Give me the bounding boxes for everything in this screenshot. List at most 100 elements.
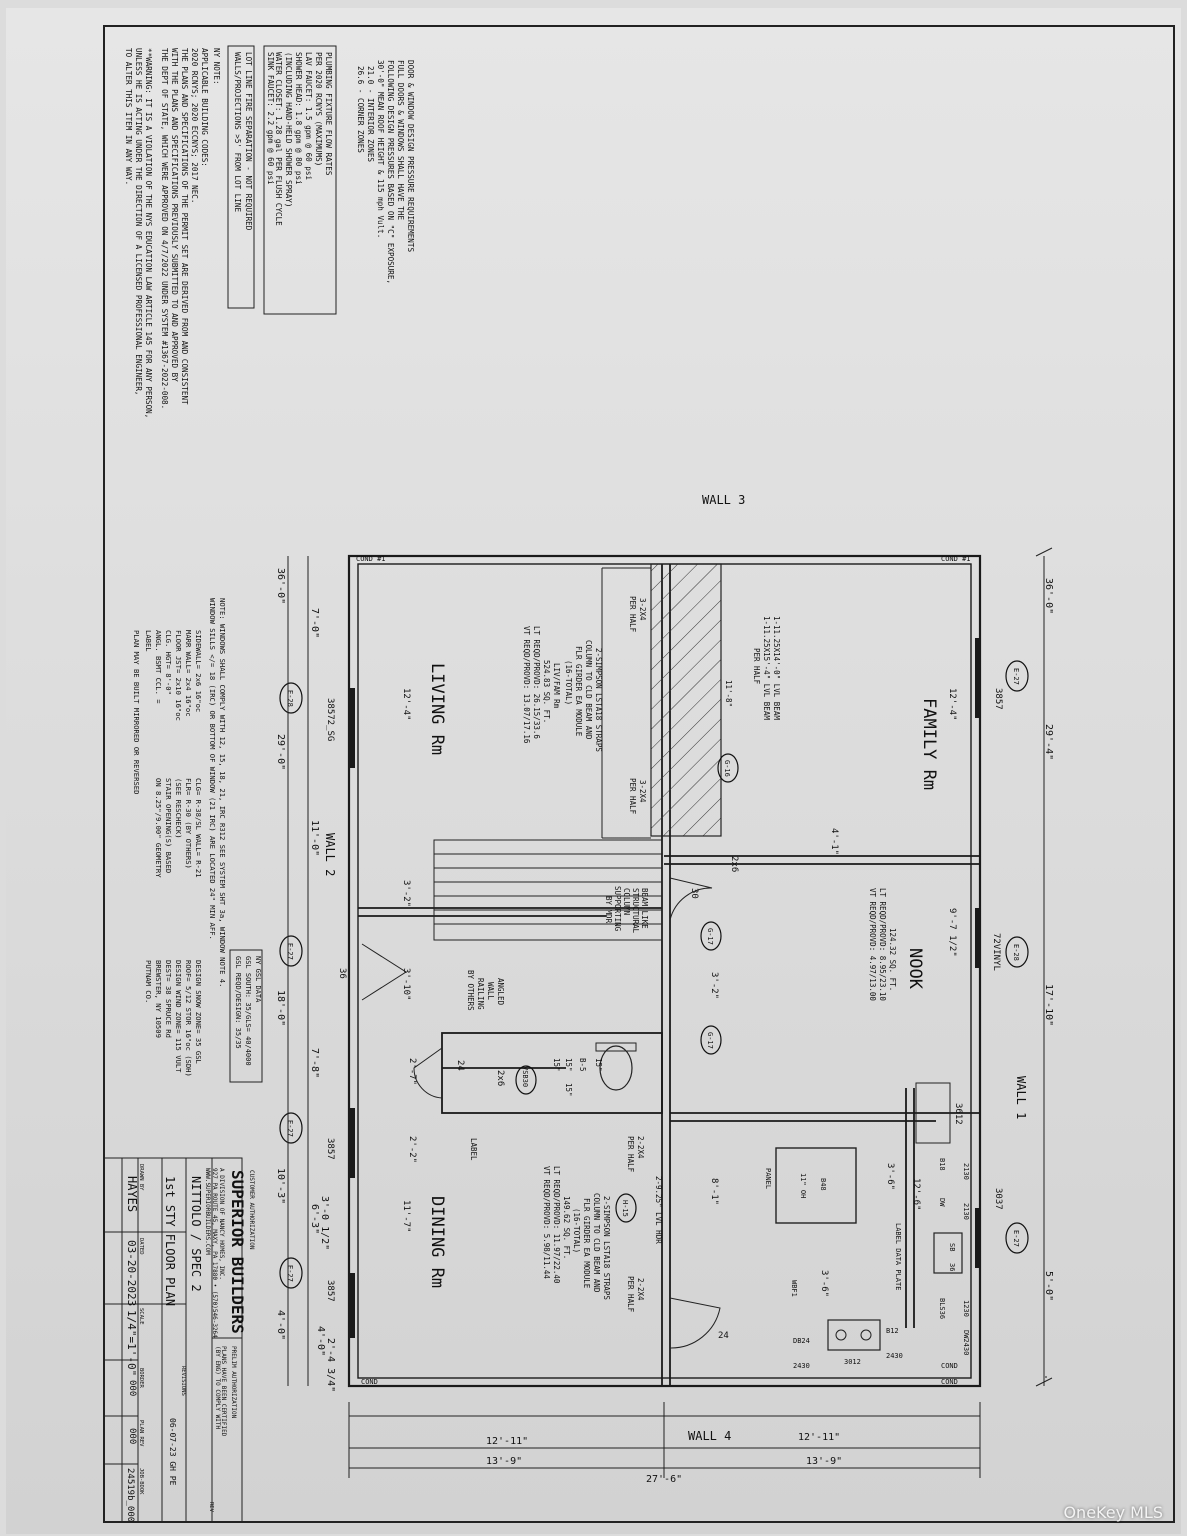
- svg-text:PER HALF: PER HALF: [628, 596, 637, 633]
- svg-text:APPLICABLE BUILDING CODES:: APPLICABLE BUILDING CODES:: [200, 48, 209, 167]
- svg-text:DW: DW: [938, 1198, 946, 1207]
- svg-text:SIDEWALL= 2x6 16"oc: SIDEWALL= 2x6 16"oc: [194, 630, 203, 712]
- svg-text:NY NOTE:: NY NOTE:: [212, 48, 221, 85]
- svg-text:FLR= R-30 (BY OTHERS): FLR= R-30 (BY OTHERS): [184, 778, 193, 869]
- svg-text:A DIVISION OF NANCY HOMES, INC: A DIVISION OF NANCY HOMES, INC.: [218, 1168, 225, 1280]
- svg-text:2'-7": 2'-7": [407, 1058, 417, 1085]
- svg-text:VSB30: VSB30: [521, 1066, 529, 1087]
- svg-text:FLR GIRDER EA MODULE: FLR GIRDER EA MODULE: [582, 1198, 591, 1289]
- svg-text:3-2X4: 3-2X4: [638, 780, 647, 803]
- svg-text:B18: B18: [938, 1158, 946, 1171]
- svg-text:DEST= 38 SPRUCE Rd: DEST= 38 SPRUCE Rd: [164, 960, 173, 1038]
- range-icon: [827, 1319, 881, 1351]
- svg-text:11" OH: 11" OH: [799, 1173, 807, 1198]
- svg-text:NY GSL DATA: NY GSL DATA: [254, 956, 262, 1003]
- window-marks: [349, 638, 981, 1338]
- svg-text:LOT LINE FIRE SEPARATION - NOT: LOT LINE FIRE SEPARATION - NOT REQUIRED: [244, 52, 253, 231]
- svg-text:1-11.25X15'-4" LVL BEAM: 1-11.25X15'-4" LVL BEAM: [762, 616, 771, 720]
- svg-text:LT REQD/PROVD: 8.95/23.10: LT REQD/PROVD: 8.95/23.10: [878, 888, 887, 1001]
- svg-text:WINDOW SILLS </= 18 (IRC) OR B: WINDOW SILLS </= 18 (IRC) OR BOTTOM OF W…: [208, 598, 217, 940]
- window-labels: 3857 38572_SG 3857 3857 3037 72VINYL 361…: [325, 688, 1003, 1302]
- svg-text:G-17: G-17: [706, 928, 714, 945]
- svg-text:2130: 2130: [962, 1163, 970, 1180]
- svg-text:PRELIM AUTHORIZATION: PRELIM AUTHORIZATION: [230, 1346, 237, 1419]
- svg-text:36: 36: [337, 968, 347, 979]
- svg-text:LABEL DATA PLATE: LABEL DATA PLATE: [894, 1223, 902, 1290]
- svg-text:3'-10": 3'-10": [401, 968, 411, 1001]
- svg-text:26.6 - CORNER ZONES: 26.6 - CORNER ZONES: [356, 66, 365, 153]
- svg-text:2430: 2430: [793, 1362, 810, 1370]
- svg-text:(16-TOTAL): (16-TOTAL): [564, 660, 573, 705]
- svg-text:12'-6": 12'-6": [911, 1178, 921, 1211]
- svg-text:24: 24: [455, 1060, 465, 1071]
- svg-text:DESIGN SNOW ZONE= 35 GSL: DESIGN SNOW ZONE= 35 GSL: [194, 960, 203, 1064]
- svg-text:THE DEPT OF STATE, WHICH WERE: THE DEPT OF STATE, WHICH WERE APPROVED O…: [160, 48, 169, 409]
- dimension-lines-bottom: [348, 1402, 981, 1478]
- dimension-lines-right: [1035, 547, 1053, 1387]
- svg-text:3-2X4: 3-2X4: [638, 598, 647, 621]
- svg-text:3037: 3037: [993, 1188, 1003, 1210]
- svg-text:36'-0": 36'-0": [275, 568, 286, 604]
- tag-labels: E-27 E-28 E-28 E-27 E-27 E-27 E-27 G-16 …: [286, 668, 1020, 1282]
- svg-text:000: 000: [127, 1380, 137, 1396]
- svg-text:COLUMN: COLUMN: [622, 888, 631, 915]
- svg-text:524.83 SQ. FT.: 524.83 SQ. FT.: [542, 660, 551, 723]
- stairs: [433, 839, 663, 941]
- svg-text:7'-8": 7'-8": [309, 1048, 320, 1078]
- svg-text:PUTNAM CO.: PUTNAM CO.: [144, 960, 153, 1003]
- toilet-icon: [599, 1045, 633, 1091]
- family-room-label: FAMILY Rm: [919, 698, 939, 790]
- interior-dimensions: 12'-4" 12'-4" 9'-7 1/2" 3'-2" 3'-10" 11'…: [337, 688, 957, 1341]
- svg-text:CLG= R-38/SL WALL= R-21: CLG= R-38/SL WALL= R-21: [194, 778, 203, 878]
- svg-text:9'-7 1/2": 9'-7 1/2": [947, 908, 957, 957]
- svg-text:SCALE: SCALE: [138, 1308, 144, 1325]
- svg-text:3012: 3012: [844, 1358, 861, 1366]
- svg-text:11'-7": 11'-7": [401, 1200, 411, 1233]
- svg-text:BORDER: BORDER: [138, 1368, 144, 1389]
- svg-text:27'-6": 27'-6": [646, 1474, 682, 1485]
- svg-text:NOTE: WINDOWS SHALL COMPLY WIT: NOTE: WINDOWS SHALL COMPLY WITH 12, 15, …: [218, 598, 227, 987]
- svg-text:17'-10": 17'-10": [1043, 984, 1054, 1026]
- svg-text:5'-0": 5'-0": [1043, 1271, 1054, 1301]
- svg-text:8'-1": 8'-1": [709, 1178, 719, 1205]
- drawn-by: HAYES: [125, 1176, 139, 1212]
- svg-text:COLUMN TO CLD BEAM AND: COLUMN TO CLD BEAM AND: [584, 640, 593, 740]
- svg-text:149.62 SQ. FT.: 149.62 SQ. FT.: [562, 1196, 571, 1259]
- lot-line-notes: LOT LINE FIRE SEPARATION - NOT REQUIRED …: [233, 52, 253, 231]
- svg-text:SINK FAUCET: 2.2 gpm @ 60 psi: SINK FAUCET: 2.2 gpm @ 60 psi: [266, 52, 275, 185]
- svg-text:3'-6": 3'-6": [819, 1270, 829, 1297]
- lot-line-box: [227, 45, 255, 309]
- svg-text:1-11.25X14'-0" LVL BEAM: 1-11.25X14'-0" LVL BEAM: [772, 616, 781, 720]
- svg-text:12'-4": 12'-4": [947, 688, 957, 721]
- svg-text:E-27: E-27: [1012, 668, 1020, 685]
- svg-text:2130: 2130: [962, 1203, 970, 1220]
- nook-label: NOOK: [905, 948, 925, 990]
- cond-labels: COND #1 COND #1 COND COND: [356, 555, 971, 1386]
- svg-text:B-5: B-5: [578, 1058, 587, 1072]
- svg-text:(BY ENG) TO COMPLY WITH: (BY ENG) TO COMPLY WITH: [214, 1346, 221, 1429]
- svg-text:COLUMN TO CLD BEAM AND: COLUMN TO CLD BEAM AND: [592, 1193, 601, 1293]
- svg-text:2x6: 2x6: [729, 856, 739, 872]
- svg-text:2'-4 3/4": 2'-4 3/4": [325, 1338, 336, 1392]
- dimension-text-left: 36'-0" 7'-0" 29'-0" 11'-0" 18'-0" 7'-8" …: [275, 568, 336, 1392]
- svg-text:36: 36: [948, 1263, 956, 1271]
- svg-text:CLG. HGT= 8'-0": CLG. HGT= 8'-0": [164, 630, 173, 695]
- svg-text:LAV FAUCET: 1.5 gpm @ 60 psi: LAV FAUCET: 1.5 gpm @ 60 psi: [304, 52, 313, 180]
- wall-3-label: WALL 3: [702, 493, 745, 507]
- svg-text:WALL: WALL: [486, 982, 495, 1001]
- svg-text:000: 000: [127, 1428, 137, 1444]
- svg-text:VT REQD/PROVD: 5.98/11.44: VT REQD/PROVD: 5.98/11.44: [542, 1166, 551, 1279]
- svg-text:2'-2": 2'-2": [407, 1136, 417, 1163]
- svg-text:7'-0": 7'-0": [309, 608, 320, 638]
- svg-text:36'-0": 36'-0": [1043, 578, 1054, 614]
- svg-text:DRAWN BY: DRAWN BY: [138, 1164, 144, 1191]
- svg-text:72VINYL: 72VINYL: [991, 933, 1001, 971]
- svg-text:124.32 SQ. FT.: 124.32 SQ. FT.: [888, 928, 897, 991]
- svg-text:COND: COND: [941, 1362, 958, 1370]
- svg-text:4'-1": 4'-1": [829, 828, 839, 855]
- svg-text:3857: 3857: [325, 1280, 335, 1302]
- svg-text:WATER CLOSET: 1.28 gal PER FLU: WATER CLOSET: 1.28 gal PER FLUSH CYCLE: [274, 52, 283, 226]
- svg-text:GSL SOUTH: 35/GLS= 40/4000: GSL SOUTH: 35/GLS= 40/4000: [244, 956, 252, 1066]
- svg-text:30: 30: [689, 888, 699, 899]
- svg-text:ANGLED: ANGLED: [496, 978, 505, 1006]
